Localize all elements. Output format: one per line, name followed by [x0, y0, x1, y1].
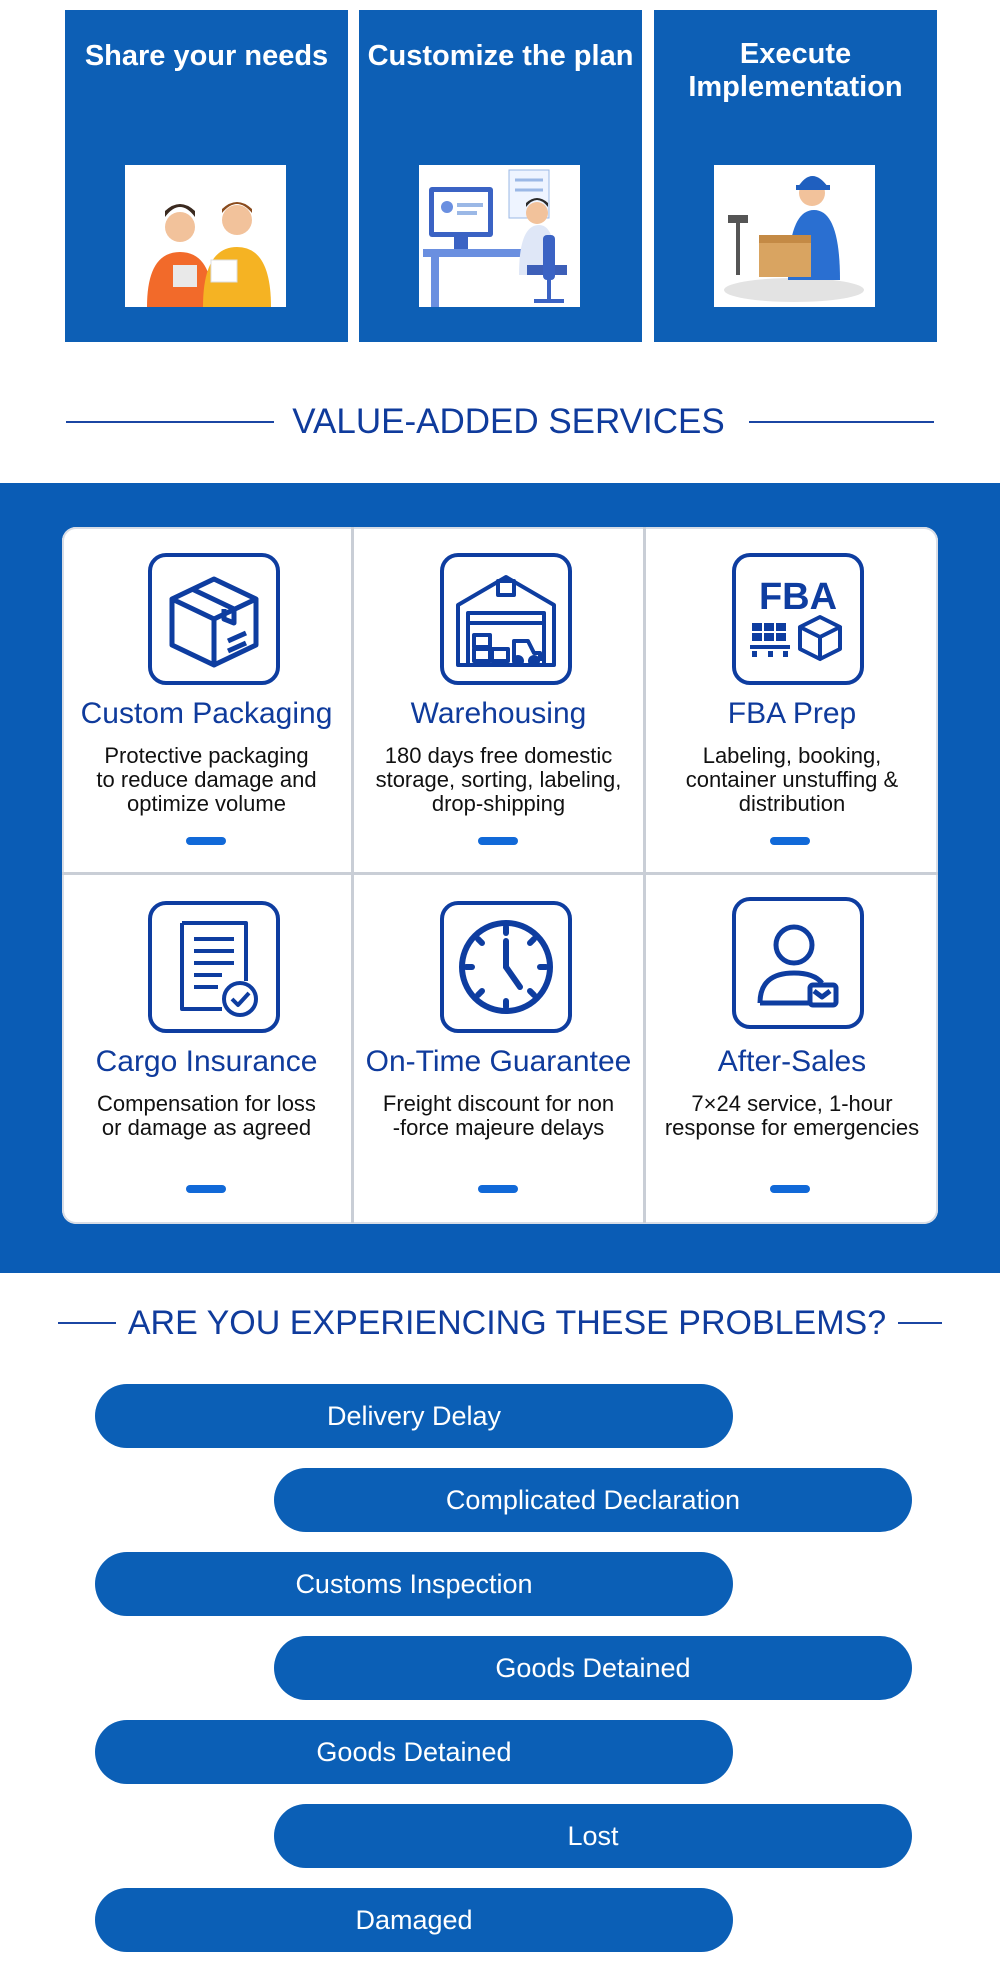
box-icon: [148, 553, 280, 685]
service-description: Labeling, booking, container unstuffing …: [685, 743, 899, 816]
dash-divider: [186, 837, 226, 845]
service-after-sales: After-Sales 7×24 service, 1-hour respons…: [646, 875, 938, 1223]
service-title: FBA Prep: [727, 697, 857, 730]
process-steps: Share your needs Customize the plan: [0, 0, 1000, 345]
service-on-time-guarantee: On-Time Guarantee Freight discount for n…: [354, 875, 646, 1223]
heading-divider-left: [66, 421, 275, 423]
packing-worker-illustration-icon: [714, 165, 875, 307]
service-description: Protective packaging to reduce damage an…: [96, 743, 317, 816]
service-custom-packaging: Custom Packaging Protective packaging to…: [62, 527, 354, 875]
heading-divider-right: [898, 1322, 943, 1324]
section-title: ARE YOU EXPERIENCING THESE PROBLEMS?: [127, 1303, 887, 1342]
fba-icon-text: FBA: [759, 576, 837, 618]
problems-heading: ARE YOU EXPERIENCING THESE PROBLEMS?: [0, 1300, 1000, 1346]
step-share-needs: Share your needs: [65, 10, 348, 342]
problem-item: Damaged: [95, 1888, 733, 1952]
service-description: Compensation for loss or damage as agree…: [97, 1091, 316, 1140]
service-description: 7×24 service, 1-hour response for emerge…: [664, 1091, 920, 1140]
service-fba-prep: FBA FBA Prep Labeling, booking, conta: [646, 527, 938, 875]
computer-work-illustration-icon: [419, 165, 580, 307]
problem-item: Customs Inspection: [95, 1552, 733, 1616]
step-execute-implementation: Execute Implementation: [654, 10, 937, 342]
problem-item: Goods Detained: [274, 1636, 912, 1700]
service-title: After-Sales: [717, 1045, 867, 1078]
service-warehousing: Warehousing 180 days free domestic stora…: [354, 527, 646, 875]
value-added-heading: VALUE-ADDED SERVICES: [0, 398, 1000, 446]
problem-item: Delivery Delay: [95, 1384, 733, 1448]
service-title: On-Time Guarantee: [365, 1045, 632, 1078]
problem-item: Goods Detained: [95, 1720, 733, 1784]
dash-divider: [478, 1185, 518, 1193]
warehouse-icon: [440, 553, 572, 685]
dash-divider: [770, 837, 810, 845]
service-title: Custom Packaging: [80, 697, 333, 730]
user-support-icon: [732, 897, 864, 1029]
service-description: 180 days free domestic storage, sorting,…: [375, 743, 622, 816]
step-customize-plan: Customize the plan: [359, 10, 642, 342]
step-title: Execute Implementation: [688, 38, 903, 103]
service-title: Cargo Insurance: [95, 1045, 318, 1078]
dash-divider: [186, 1185, 226, 1193]
service-cargo-insurance: Cargo Insurance Compensation for loss or…: [62, 875, 354, 1223]
problem-item: Lost: [274, 1804, 912, 1868]
services-card: Custom Packaging Protective packaging to…: [62, 527, 938, 1224]
section-title: VALUE-ADDED SERVICES: [292, 402, 725, 441]
fba-icon: FBA: [732, 553, 864, 685]
document-check-icon: [148, 901, 280, 1033]
service-title: Warehousing: [410, 697, 587, 730]
heading-divider-right: [748, 421, 934, 423]
heading-divider-left: [57, 1322, 116, 1324]
problem-item: Complicated Declaration: [274, 1468, 912, 1532]
clock-icon: [440, 901, 572, 1033]
consultation-illustration-icon: [125, 165, 286, 307]
step-title: Share your needs: [84, 40, 329, 72]
dash-divider: [478, 837, 518, 845]
services-band: Custom Packaging Protective packaging to…: [0, 483, 1000, 1273]
step-title: Customize the plan: [367, 40, 634, 72]
dash-divider: [770, 1185, 810, 1193]
service-description: Freight discount for non -force majeure …: [382, 1091, 615, 1140]
